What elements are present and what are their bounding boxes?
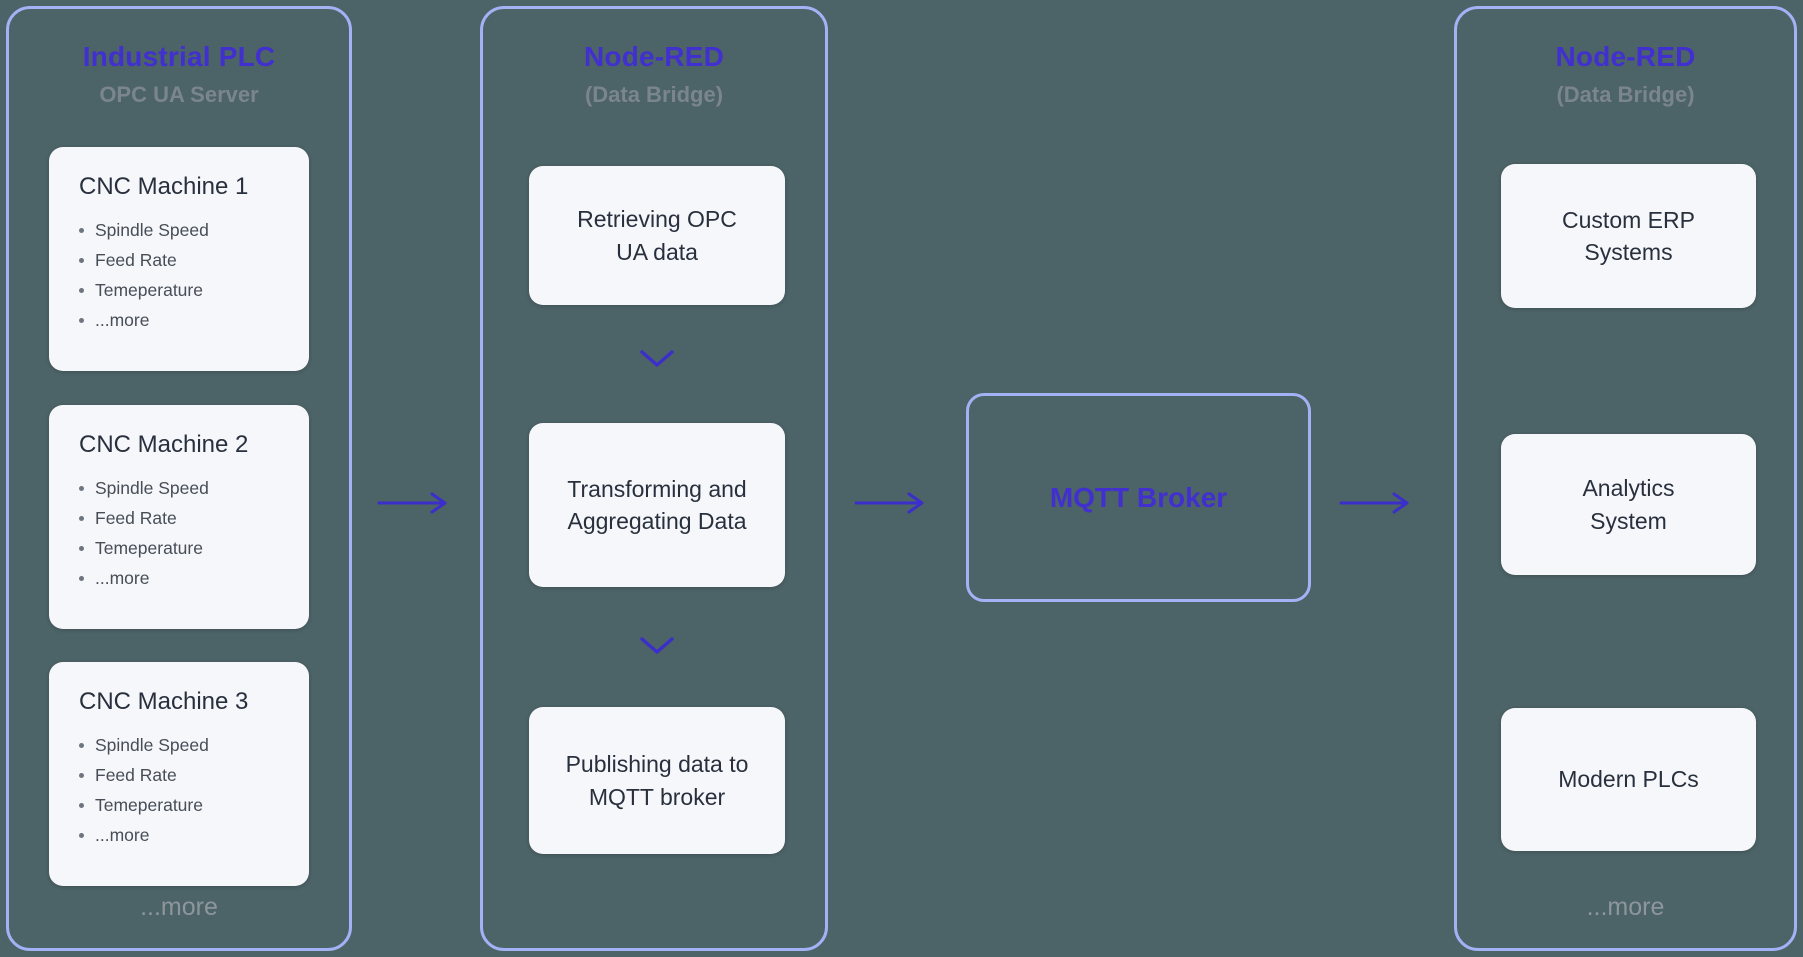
bullet-icon [79,742,84,748]
list-item: ...more [79,563,285,593]
node-publish-mqtt: Publishing data to MQTT broker [529,707,785,854]
list-item: Feed Rate [79,503,285,533]
step-label: Transforming and Aggregating Data [567,475,747,534]
mqtt-broker-label: MQTT Broker [1049,481,1228,513]
nodered-consumers-subtitle: (Data Bridge) [1556,82,1695,107]
signal-label: Feed Rate [95,250,177,271]
signal-label: ...more [95,568,150,589]
signal-label: Feed Rate [95,508,177,529]
node-modern-plcs: Modern PLCs [1501,708,1756,851]
list-item: Spindle Speed [79,215,285,245]
node-retrieve-opcua: Retrieving OPC UA data [529,166,785,305]
bullet-icon [79,575,84,581]
node-cnc-machine-2: CNC Machine 2 Spindle Speed Feed Rate Te… [49,405,309,629]
list-item: Temeperature [79,790,285,820]
list-item: Feed Rate [79,245,285,275]
bullet-icon [79,317,84,323]
signal-label: Feed Rate [95,765,177,786]
bullet-icon [79,227,84,233]
list-item: ...more [79,820,285,850]
list-item: Temeperature [79,533,285,563]
chevron-down-icon [640,350,674,367]
signal-label: Temeperature [95,538,203,559]
industrial-plc-subtitle: OPC UA Server [99,82,259,107]
chevron-down-icon [640,637,674,654]
arrow-right-icon [377,492,447,514]
step-label: Retrieving OPC UA data [577,206,737,265]
system-label: Modern PLCs [1558,766,1699,793]
more-systems-label: ...more [1586,893,1665,921]
arrow-right-icon [1339,492,1409,514]
bullet-icon [79,802,84,808]
list-item: Feed Rate [79,760,285,790]
signal-label: ...more [95,310,150,331]
machine-name: CNC Machine 3 [79,688,249,715]
arrow-right-icon [854,492,924,514]
machine-signal-list: Spindle Speed Feed Rate Temeperature ...… [79,730,285,850]
signal-label: Spindle Speed [95,220,209,240]
system-label: Analytics System [1582,475,1675,534]
nodered-bridge-title: Node-RED [583,41,725,72]
node-analytics-system: Analytics System [1501,434,1756,575]
list-item: ...more [79,305,285,335]
machine-signal-list: Spindle Speed Feed Rate Temeperature ...… [79,215,285,335]
machine-signal-list: Spindle Speed Feed Rate Temeperature ...… [79,473,285,593]
bullet-icon [79,545,84,551]
bullet-icon [79,832,84,838]
list-item: Temeperature [79,275,285,305]
node-custom-erp: Custom ERP Systems [1501,164,1756,308]
node-transform-aggregate: Transforming and Aggregating Data [529,423,785,587]
step-label: Publishing data to MQTT broker [565,751,749,810]
industrial-plc-title: Industrial PLC [82,41,276,72]
nodered-consumers-title: Node-RED [1555,41,1696,72]
panel-nodered-bridge: Node-RED (Data Bridge) Retrieving OPC UA… [480,6,828,951]
node-mqtt-broker: MQTT Broker [966,393,1311,602]
list-item: Spindle Speed [79,473,285,503]
system-label: Custom ERP Systems [1562,206,1695,265]
node-cnc-machine-3: CNC Machine 3 Spindle Speed Feed Rate Te… [49,662,309,886]
panel-nodered-consumers: Node-RED (Data Bridge) Custom ERP System… [1454,6,1797,951]
bullet-icon [79,257,84,263]
bullet-icon [79,515,84,521]
nodered-bridge-subtitle: (Data Bridge) [584,82,724,107]
machine-name: CNC Machine 1 [79,173,249,200]
machine-name: CNC Machine 2 [79,431,249,458]
signal-label: Temeperature [95,280,203,301]
signal-label: Spindle Speed [95,735,209,755]
bullet-icon [79,485,84,491]
node-cnc-machine-1: CNC Machine 1 Spindle Speed Feed Rate Te… [49,147,309,371]
signal-label: Spindle Speed [95,478,209,498]
panel-industrial-plc: Industrial PLC OPC UA Server CNC Machine… [6,6,352,951]
more-machines-label: ...more [140,893,218,921]
bullet-icon [79,287,84,293]
signal-label: Temeperature [95,795,203,816]
bullet-icon [79,772,84,778]
list-item: Spindle Speed [79,730,285,760]
signal-label: ...more [95,825,150,846]
